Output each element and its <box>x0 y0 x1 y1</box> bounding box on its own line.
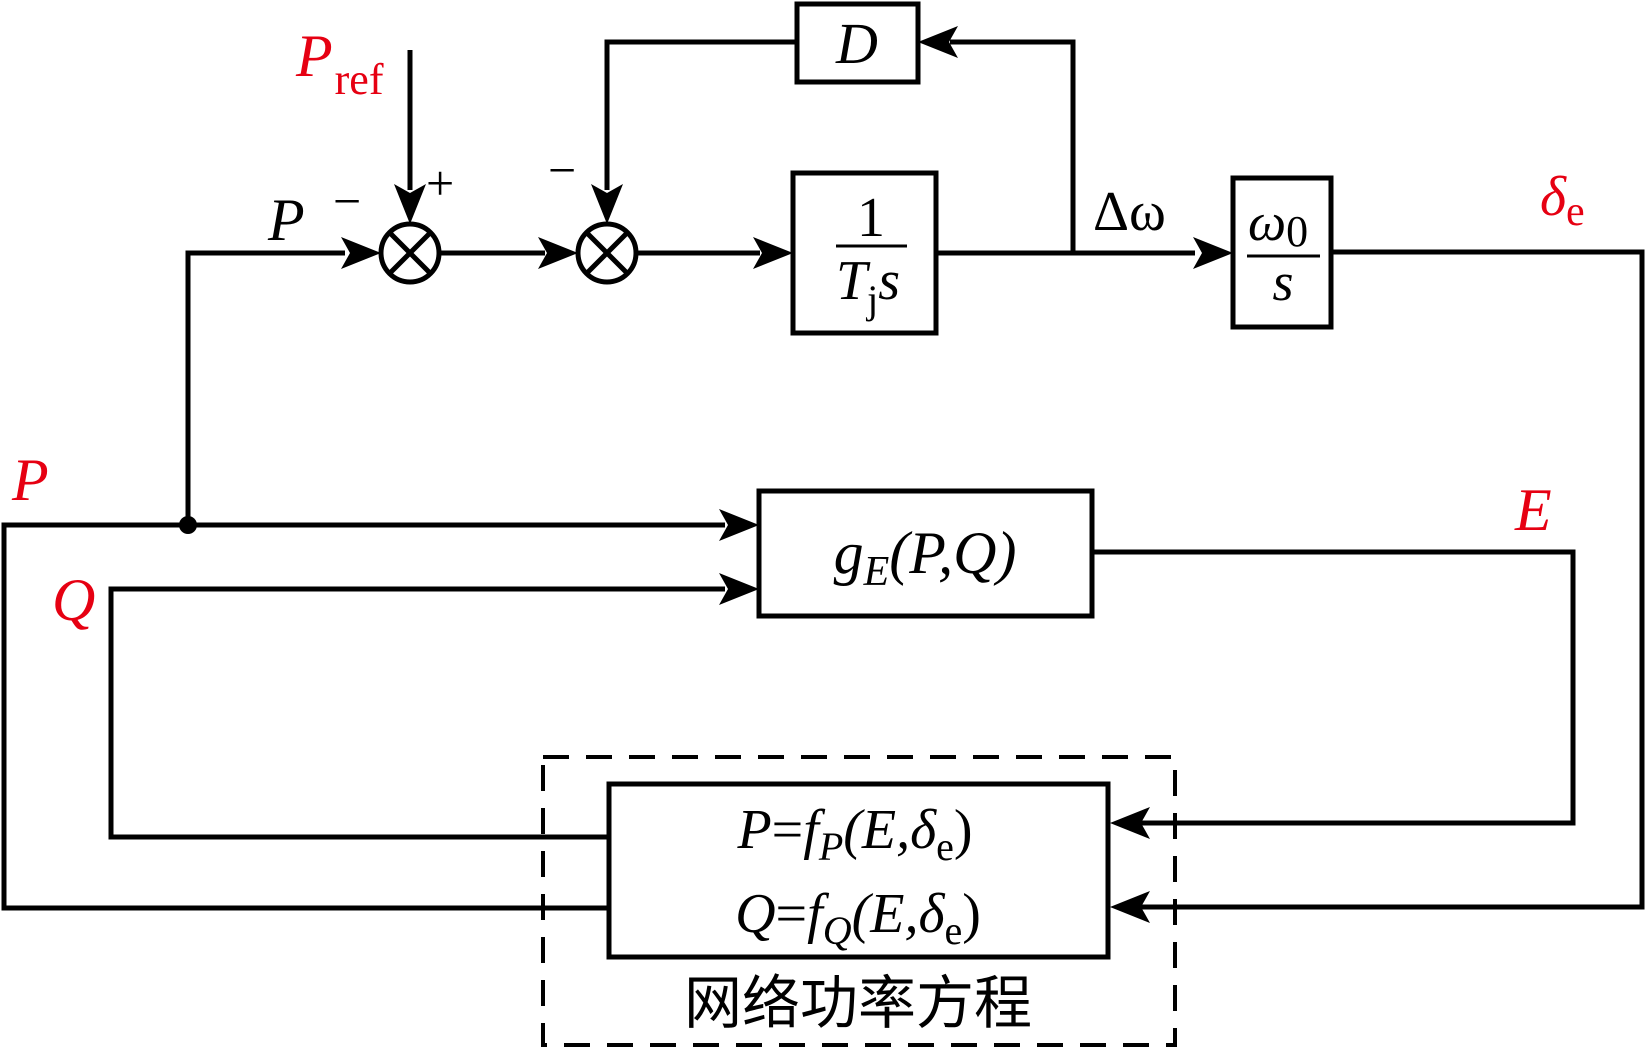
arrowhead <box>719 509 759 541</box>
network-equation-q: Q=fQ(E,δe) <box>735 883 981 953</box>
sum-junction-2 <box>575 221 639 285</box>
arrowhead <box>394 184 426 224</box>
integrator-numerator: ω0 <box>1248 192 1308 256</box>
network-group-boundary <box>541 755 1177 1047</box>
damping-block <box>794 1 921 85</box>
inertia-numerator: 1 <box>857 187 885 249</box>
integrator-block <box>1230 175 1334 330</box>
network-equations-block <box>606 781 1111 960</box>
sign-minus-sum1: − <box>333 173 361 229</box>
wire-e <box>1092 549 1576 826</box>
network-equation-p: P=fP(E,δe) <box>736 799 972 869</box>
label-q-left: Q <box>52 567 95 633</box>
arrowhead <box>1110 807 1150 839</box>
wire-damping-branch <box>950 39 1076 253</box>
inertia-denominator: Tjs <box>836 250 900 322</box>
sum-junction-1 <box>378 221 442 285</box>
label-p-feedback: P <box>267 187 305 253</box>
integrator-denominator: s <box>1272 252 1293 312</box>
arrowhead <box>918 26 958 58</box>
arrowhead <box>538 237 578 269</box>
arrowhead <box>753 237 793 269</box>
arrowhead <box>1193 237 1233 269</box>
wire-damping-out <box>604 39 797 190</box>
wire-p <box>1 522 725 911</box>
sign-plus: + <box>426 155 454 211</box>
arrowhead <box>1110 891 1150 923</box>
network-group-label: 网络功率方程 <box>684 969 1032 1037</box>
label-delta-omega: Δω <box>1093 181 1166 243</box>
label-delta-e: δe <box>1540 166 1585 235</box>
damping-label: D <box>835 11 878 76</box>
label-p-left: P <box>11 447 49 513</box>
sign-minus-sum2: − <box>548 142 576 198</box>
junction-dot <box>179 516 197 534</box>
arrowhead <box>341 237 381 269</box>
arrowhead <box>591 184 623 224</box>
wire-delta-e <box>1140 249 1645 910</box>
arrowhead <box>719 573 759 605</box>
label-p-ref: Pref <box>295 23 384 104</box>
voltage-function-block <box>756 488 1095 619</box>
label-e-right: E <box>1514 477 1552 543</box>
wire-q <box>108 586 725 840</box>
wire-p-feedback <box>185 250 345 525</box>
inertia-block <box>790 170 939 336</box>
voltage-function-label: gE(P,Q) <box>834 520 1017 595</box>
